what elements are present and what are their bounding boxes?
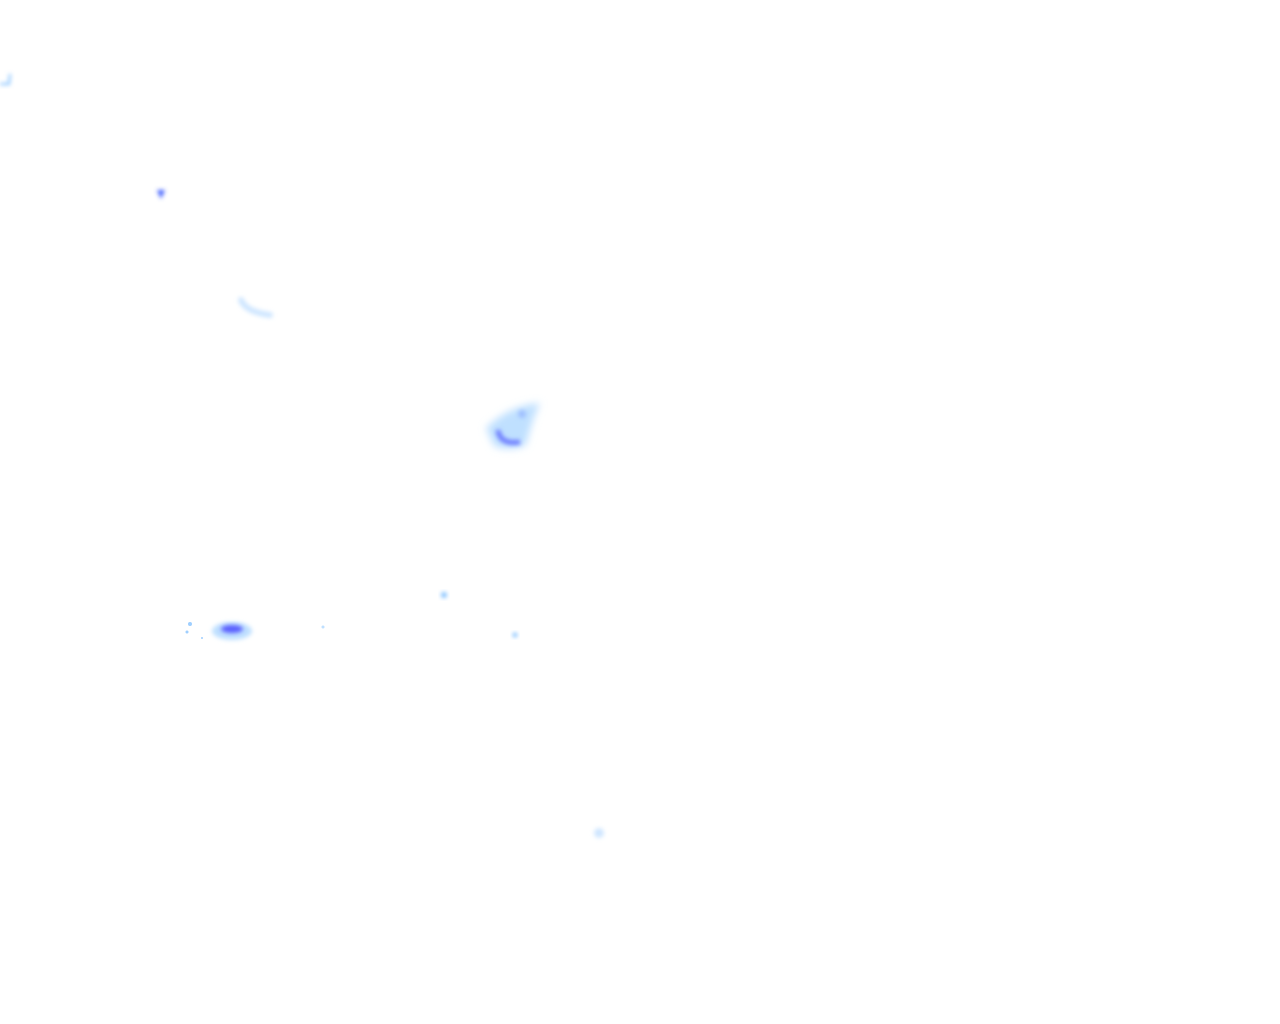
small-cell-northwest xyxy=(157,190,165,199)
main-cell xyxy=(486,403,540,449)
speck-1 xyxy=(441,592,447,598)
speck-3 xyxy=(321,625,325,629)
corner-echo xyxy=(0,73,11,85)
south-speck xyxy=(594,828,604,838)
west-cell xyxy=(185,622,252,640)
arc-echo xyxy=(238,297,273,318)
speck-2 xyxy=(512,632,518,638)
